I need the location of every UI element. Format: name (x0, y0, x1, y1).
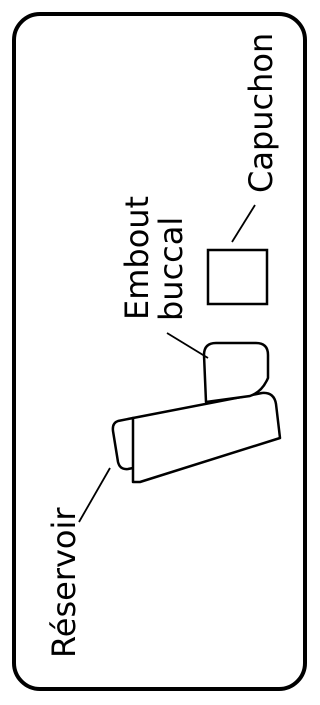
mouthpiece-label-line1: Embout (118, 196, 156, 320)
mouthpiece-shape (202, 341, 270, 404)
mouthpiece-label-line2: buccal (152, 217, 190, 321)
cap-label: Capuchon (242, 33, 280, 193)
inhaler-device (111, 341, 282, 484)
diagram-frame (12, 12, 307, 691)
inhaler-body (131, 391, 282, 484)
cap-shape (206, 248, 269, 306)
mouthpiece-leader-line (166, 332, 209, 359)
reservoir-shape (111, 416, 140, 471)
reservoir-leader-line (78, 467, 111, 523)
reservoir-label: Réservoir (45, 507, 83, 658)
cap-leader-line (231, 204, 256, 243)
